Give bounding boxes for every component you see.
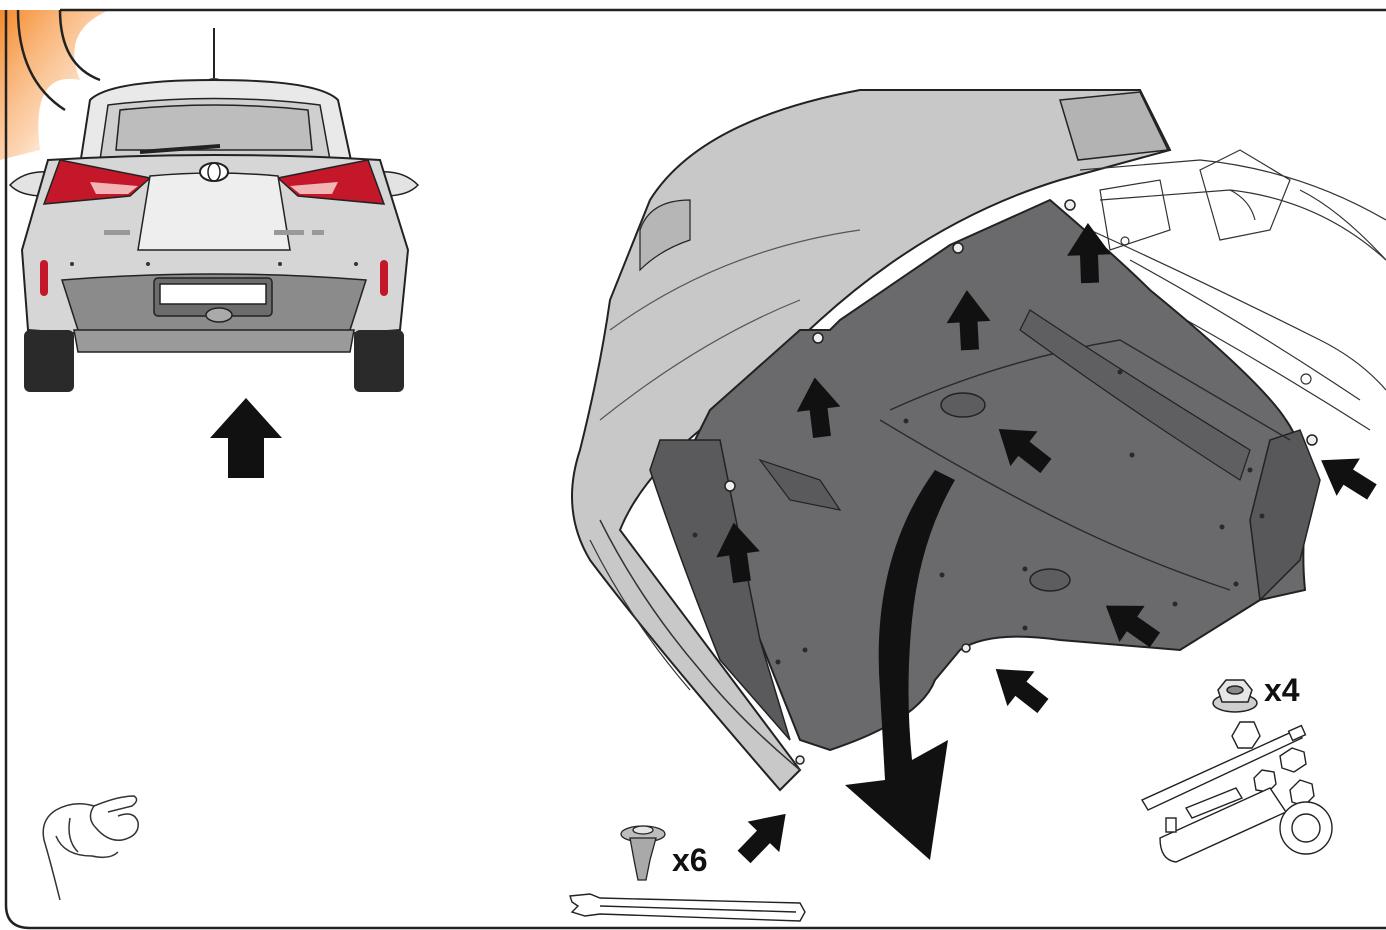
fastener-arrow-9 — [728, 798, 802, 873]
remove-direction-arrow-icon — [845, 470, 955, 860]
flange-nut-icon — [1212, 679, 1258, 713]
socket-wrench-set-icon — [1140, 721, 1333, 863]
fastener-points — [724, 199, 1318, 765]
corner-accent — [0, 10, 110, 160]
fastener-arrow-6 — [1309, 441, 1384, 511]
up-arrow-icon — [210, 398, 282, 478]
rear-bumper — [571, 89, 1172, 792]
panel-bolt-dots — [692, 369, 1265, 665]
car-rear-view — [8, 28, 420, 392]
clip-quantity: x6 — [672, 842, 708, 878]
page-frame — [0, 8, 1386, 930]
fastener-arrow-8 — [982, 651, 1057, 724]
underbody-panel — [678, 198, 1312, 752]
hand-icon — [42, 795, 139, 901]
nut-quantity: x4 — [1264, 672, 1300, 708]
underbody-illustration — [571, 89, 1386, 860]
trim-tool-icon — [569, 893, 806, 922]
plastic-clip-icon — [620, 825, 666, 881]
